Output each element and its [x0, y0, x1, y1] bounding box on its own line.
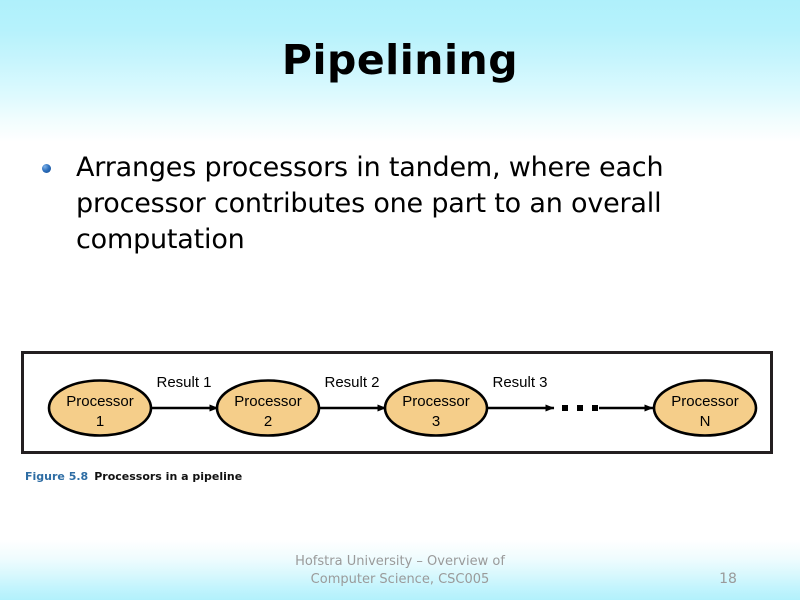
footer-line-1: Hofstra University – Overview of: [295, 554, 505, 569]
arrow-label: Result 2: [324, 374, 379, 391]
pipeline-diagram: Processor 1 Processor 2 Processor 3 ProcessorN…: [47, 374, 758, 437]
processor-node-label-line1: Processor: [234, 393, 302, 410]
figure-caption-text: Processors in a pipeline: [94, 470, 243, 483]
processor-node: [652, 379, 758, 437]
processor-node: [47, 379, 153, 437]
footer: Hofstra University – Overview of Compute…: [150, 553, 650, 589]
processor-node: [215, 379, 321, 437]
arrow-label: Result 1: [156, 374, 211, 391]
processor-node-label-line2: 3: [432, 413, 440, 430]
page-title: Pipelining: [281, 36, 519, 84]
ellipsis-dot: [577, 405, 583, 411]
processor-node-label-line2: 1: [96, 413, 104, 430]
ellipsis-dots-group: [562, 405, 598, 411]
figure-caption: Figure 5.8 Processors in a pipeline: [25, 470, 242, 483]
list-item: Arranges processors in tandem, where eac…: [38, 150, 738, 258]
arrow-label: Result 3: [492, 374, 547, 391]
page-number: 18: [719, 571, 737, 587]
ellipsis-dot: [592, 405, 598, 411]
processor-node: [383, 379, 489, 437]
footer-line-2: Computer Science, CSC005: [310, 571, 490, 587]
processor-node-label-line1: Processor: [671, 393, 739, 410]
ellipsis-dot: [562, 405, 568, 411]
sphere-bullet-icon: [42, 164, 51, 173]
processor-node-label-line1: Processor: [66, 393, 134, 410]
processor-node-label-line2: 2: [264, 413, 272, 430]
body-content: Arranges processors in tandem, where eac…: [38, 150, 738, 258]
arrow-label-group: Result 1 Result 2 Result 3: [156, 374, 547, 391]
figure-caption-number: Figure 5.8: [25, 470, 89, 483]
bullet-text: Arranges processors in tandem, where eac…: [76, 152, 664, 255]
processor-node-label-line2: N: [700, 413, 711, 430]
processor-node-label-line1: Processor: [402, 393, 470, 410]
